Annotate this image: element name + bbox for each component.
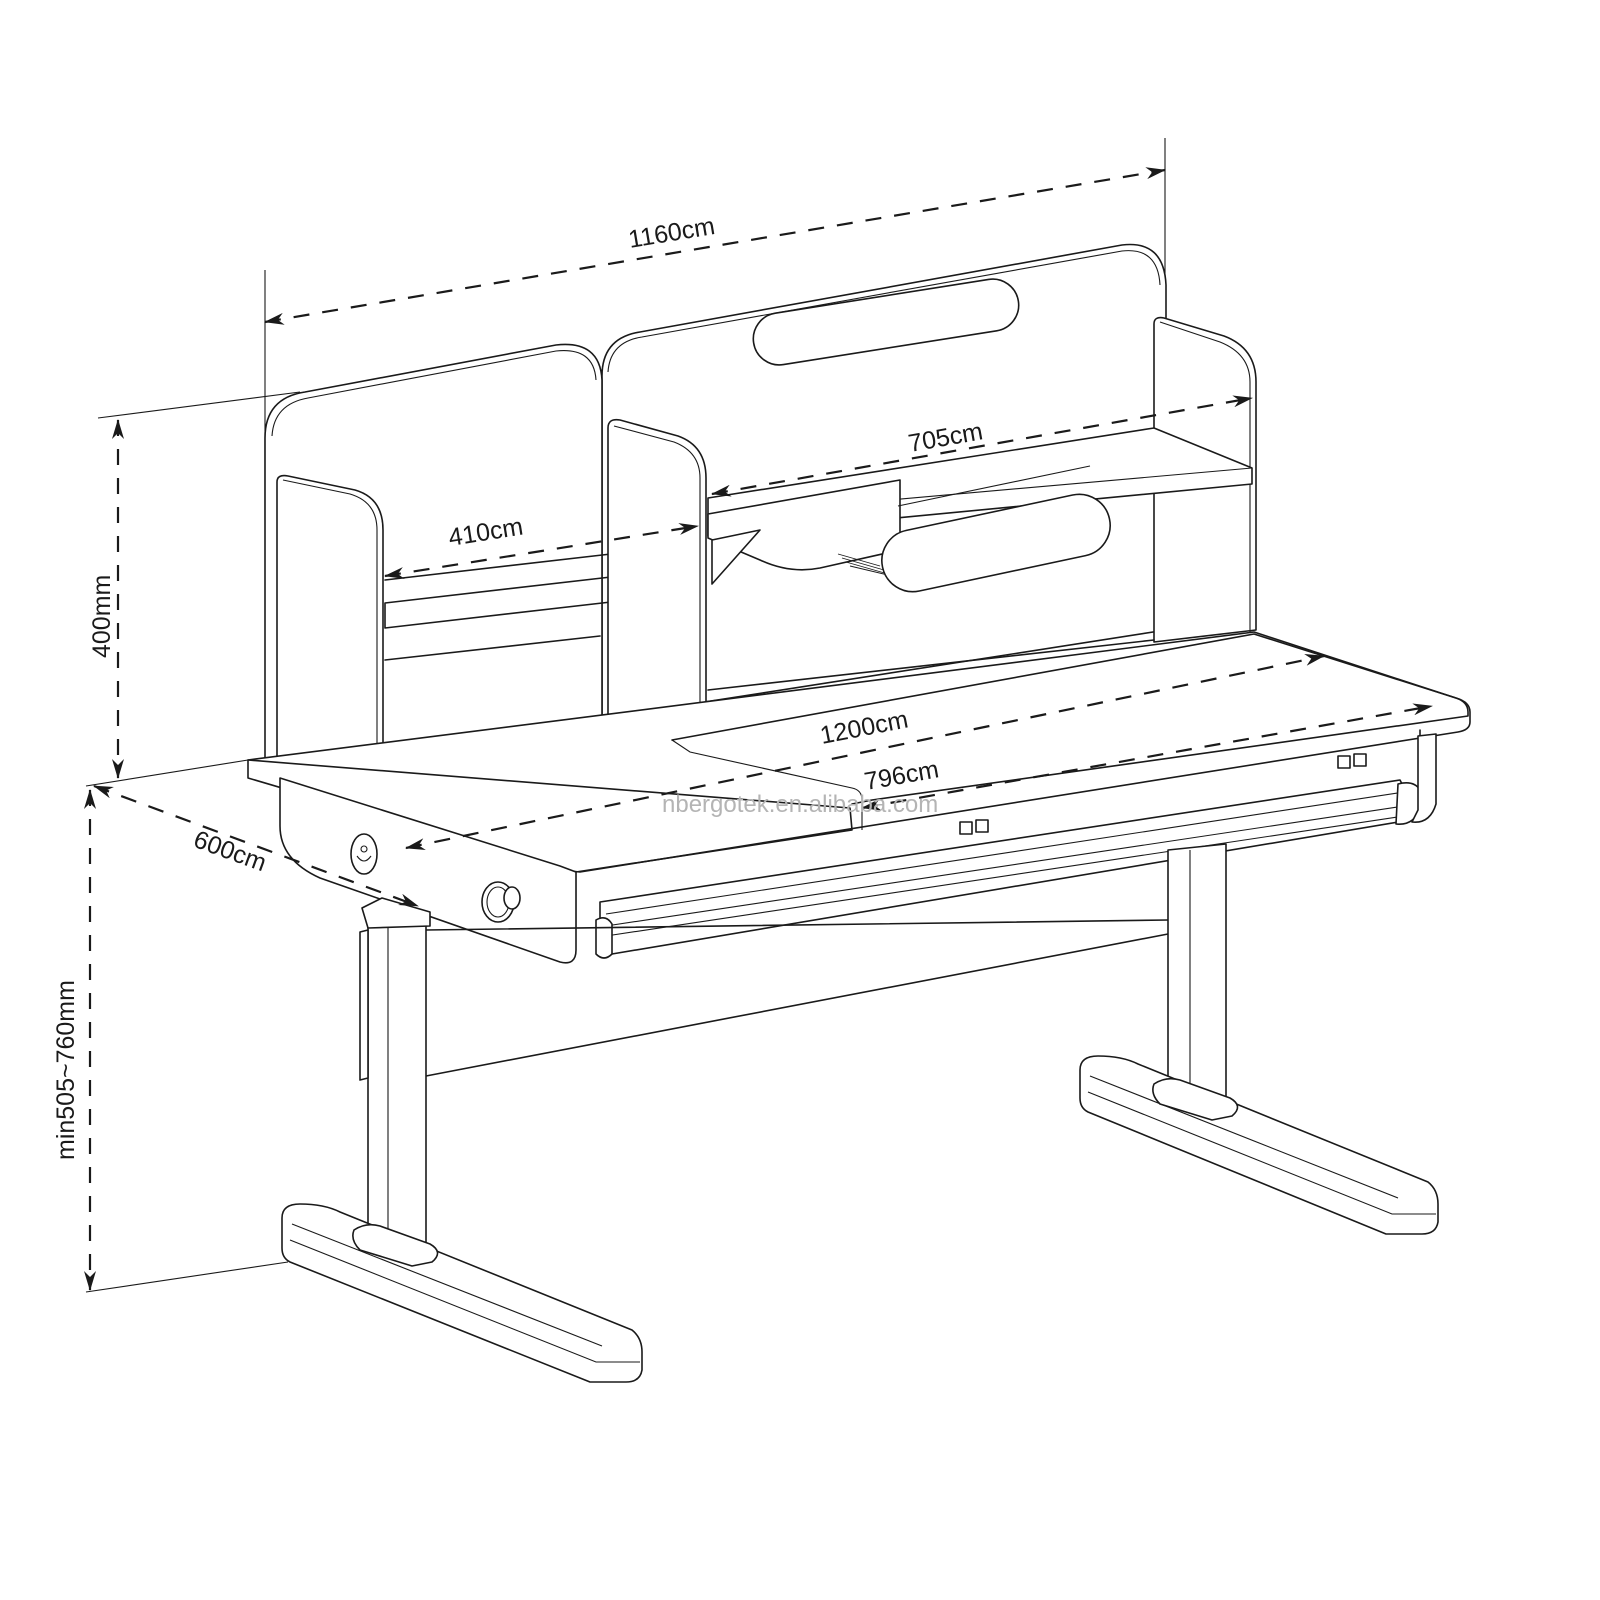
- label-hutch-height: 400mm: [88, 575, 116, 658]
- left-foot-base: [281, 1203, 643, 1383]
- cross-beam: [425, 919, 1169, 931]
- tilting-top: [671, 633, 1469, 805]
- right-lifting-column: [1167, 843, 1227, 1105]
- dim-line-796: [861, 703, 1433, 811]
- watermark: nbergotek.en.alibaba.com: [662, 791, 938, 818]
- hinge-left: [959, 819, 989, 835]
- dimension-lines: [84, 167, 1433, 1291]
- left-lifting-column: [367, 917, 427, 1253]
- reading-stand-ledge: [881, 493, 1111, 593]
- height-adjustment-knob[interactable]: [481, 881, 521, 923]
- reading-stand-board: [707, 479, 901, 571]
- hinge-right: [1337, 753, 1367, 769]
- dim-line-410: [384, 523, 699, 579]
- drawer-left-cap: [595, 916, 613, 959]
- middle-divider-panel: [607, 418, 707, 742]
- frame: [281, 843, 1439, 1383]
- reading-stand: [707, 465, 1111, 593]
- left-column-sleeve: [359, 929, 369, 1081]
- reading-stand-bracket: [711, 529, 761, 585]
- dim-line-705: [711, 395, 1253, 497]
- label-desk-height-range: min505~760mm: [52, 980, 80, 1160]
- tilt-adjustment-dial[interactable]: [350, 833, 378, 875]
- right-foot-base: [1079, 1055, 1439, 1235]
- dim-line-1160: [264, 167, 1166, 325]
- label-desk-depth: 600cm: [190, 825, 270, 877]
